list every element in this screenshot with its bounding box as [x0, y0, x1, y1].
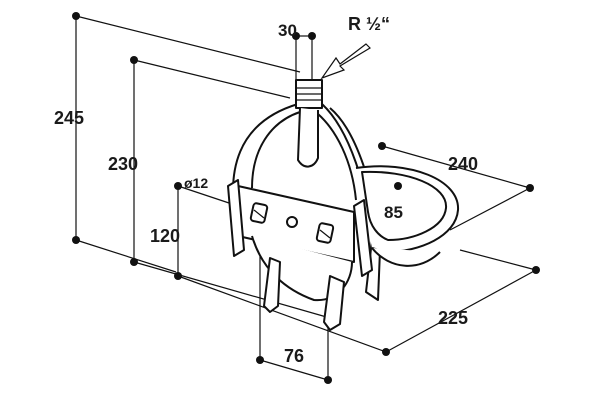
dimension-dots	[72, 12, 540, 384]
dim-line-240-end	[449, 187, 531, 231]
dim-dot	[308, 32, 316, 40]
dim-label-overall-height: 245	[54, 108, 84, 128]
dim-dot	[174, 182, 182, 190]
dim-dot	[394, 182, 402, 190]
dim-line-245-top	[75, 15, 301, 73]
dim-line-230-top	[133, 59, 291, 99]
dim-dot	[72, 236, 80, 244]
dim-line-240-top	[381, 145, 531, 189]
dim-line-230-bottom	[133, 261, 331, 319]
dim-dot	[292, 32, 300, 40]
left-flange	[227, 179, 245, 257]
drinking-bowl-body	[227, 79, 460, 331]
right-leg	[323, 275, 345, 331]
lower-body	[251, 235, 353, 302]
dim-label-bracket-height: 230	[108, 154, 138, 174]
dimension-lines	[75, 15, 537, 381]
dim-dot	[382, 348, 390, 356]
thread-label: R ½“	[348, 14, 390, 34]
mount-hole-right-slot	[319, 229, 331, 239]
dim-dot	[532, 266, 540, 274]
bowl-basin	[361, 170, 448, 241]
dim-label-mount-height: 120	[150, 226, 180, 246]
mount-hole-right	[315, 222, 335, 244]
dim-dot	[256, 356, 264, 364]
dim-line-120-bottom	[177, 275, 387, 353]
dim-dot	[324, 376, 332, 384]
mount-hole-left-slot	[253, 209, 265, 219]
thread-arrow	[320, 43, 371, 80]
dim-dot	[130, 258, 138, 266]
dim-dot	[72, 12, 80, 20]
valve-stem	[297, 107, 319, 168]
dim-label-overall-depth: 225	[438, 308, 468, 328]
dim-line-245-bottom	[75, 239, 177, 273]
dim-line-76-base	[259, 359, 329, 381]
right-flange	[353, 199, 373, 277]
center-bolt	[286, 216, 298, 228]
dim-label-pipe-width: 30	[278, 21, 297, 40]
dim-label-hole-diameter: ø12	[184, 175, 208, 191]
dim-dot	[526, 184, 534, 192]
dim-dot	[378, 142, 386, 150]
dim-line-225-right	[459, 249, 537, 271]
left-leg	[263, 257, 281, 313]
dim-label-bowl-length: 240	[448, 154, 478, 174]
mount-hole-left	[249, 202, 269, 224]
dimension-labels: R ½“ 30 245 230 120 ø12 240 85 225 76	[54, 14, 478, 366]
bowl-underside	[371, 247, 441, 267]
dim-label-bowl-depth: 85	[384, 203, 403, 222]
dim-line-225-diagonal	[385, 269, 537, 353]
dim-dot	[130, 56, 138, 64]
dim-label-mount-spacing: 76	[284, 346, 304, 366]
dim-dot	[174, 272, 182, 280]
